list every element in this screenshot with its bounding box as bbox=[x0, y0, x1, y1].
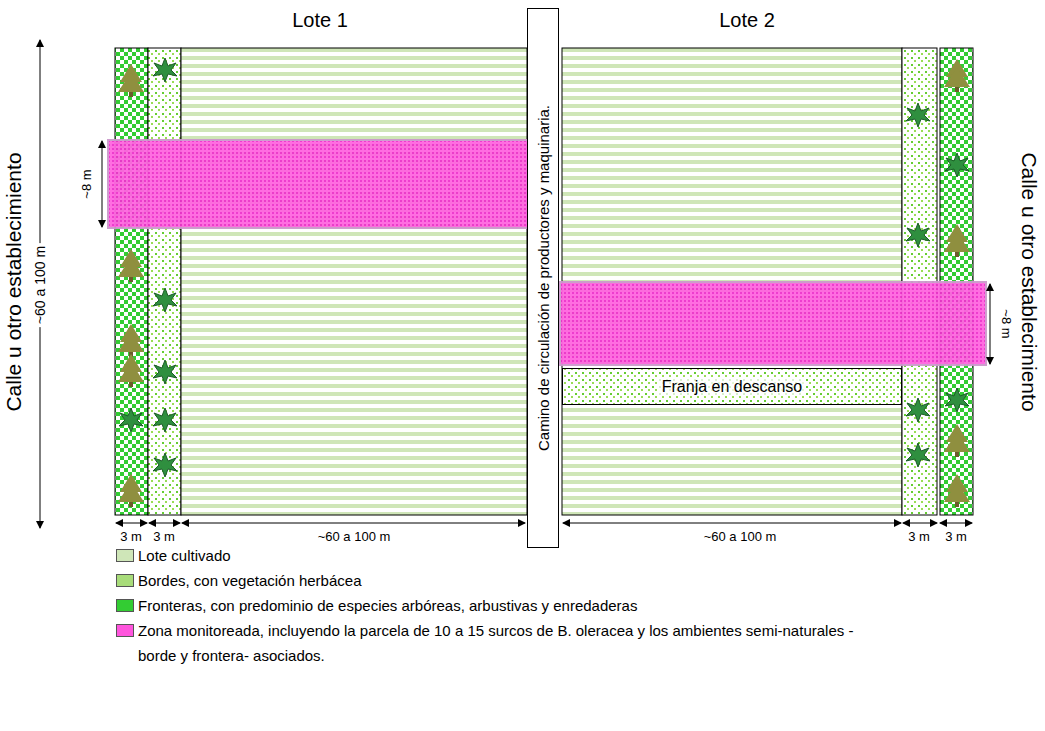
legend-text: Fronteras, con predominio de especies ar… bbox=[138, 593, 868, 618]
legend-swatch bbox=[116, 549, 134, 562]
dimension-label: ~8 m bbox=[999, 306, 1014, 341]
node-text: Franja en descanso bbox=[659, 378, 806, 396]
dimension-label: 3 m bbox=[945, 530, 967, 545]
legend-swatch bbox=[116, 599, 134, 612]
dimension-label: 3 m bbox=[908, 530, 930, 545]
resting-strip: Franja en descanso bbox=[562, 368, 902, 405]
street-label: Calle u otro establecimiento bbox=[1017, 152, 1041, 411]
lot-title: Lote 1 bbox=[292, 9, 348, 32]
dimension-label: ~60 a 100 m bbox=[32, 243, 48, 327]
dimension-label: ~60 a 100 m bbox=[704, 530, 777, 545]
dimension-label: ~60 a 100 m bbox=[318, 530, 391, 545]
legend-text: Zona monitoreada, incluyendo la parcela … bbox=[138, 618, 868, 668]
street-label: Calle u otro establecimiento bbox=[2, 152, 26, 411]
legend-swatch bbox=[116, 574, 134, 587]
legend-swatch bbox=[116, 624, 134, 637]
road-box: Camino de circulación de productores y m… bbox=[527, 8, 559, 548]
legend-text: Bordes, con vegetación herbácea bbox=[138, 568, 868, 593]
node-text: Camino de circulación de productores y m… bbox=[535, 105, 552, 451]
legend-text: Lote cultivado bbox=[138, 543, 868, 568]
dimension-label: ~8 m bbox=[80, 166, 95, 201]
dimension-label: 3 m bbox=[153, 530, 175, 545]
dimension-label: 3 m bbox=[120, 530, 142, 545]
lot-title: Lote 2 bbox=[719, 9, 775, 32]
